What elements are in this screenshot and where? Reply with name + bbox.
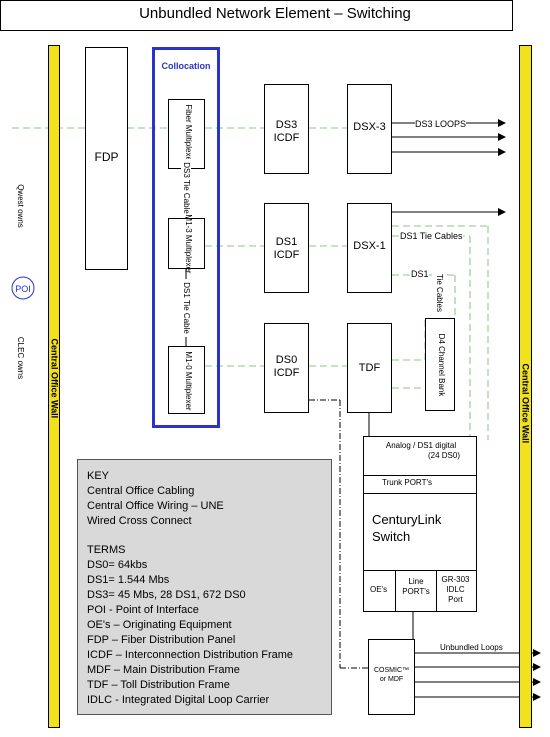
key-item-cabling: Central Office Cabling: [87, 485, 195, 497]
term-mdf: MDF – Main Distribution Frame: [87, 664, 240, 676]
m13-multiplexer: M1-3 Multiplexer: [168, 214, 205, 274]
ds1-tie-cable-label: DS1 Tie Cable: [181, 279, 191, 337]
tie-cables-label: Tie Cables: [434, 268, 444, 318]
right-central-office-wall: [519, 45, 532, 728]
ds1-tie-cables-label: DS1 Tie Cables: [400, 231, 463, 241]
dsx1-panel: DSX-1: [347, 203, 392, 293]
ds3-icdf: DS3 ICDF: [264, 84, 309, 174]
qwest-owns-label: Qwest owns: [16, 184, 25, 228]
ds0-icdf: DS0 ICDF: [264, 323, 309, 413]
d4-channel-bank: D4 Channel Bank: [425, 318, 455, 411]
analog-label: Analog / DS1 digital: [385, 441, 457, 450]
ds0-count-label: (24 DS0): [427, 451, 460, 460]
clec-owns-label: CLEC owns: [16, 336, 25, 380]
ds0-icdf-line2: ICDF: [273, 367, 300, 379]
cosmic-mdf: COSMIC™ or MDF: [368, 639, 415, 715]
cosmic-line1: COSMIC™: [374, 667, 409, 674]
ds1-label: DS1: [411, 269, 429, 279]
switch-name-line1: CenturyLink: [372, 512, 442, 527]
fdp-panel: FDP: [85, 47, 128, 270]
fdp-label: FDP: [94, 150, 119, 164]
ds1-icdf-line1: DS1: [275, 236, 298, 248]
poi-circle: [11, 276, 35, 300]
diagram-title-box: Unbundled Network Element – Switching: [0, 0, 513, 31]
ds1-icdf: DS1 ICDF: [264, 203, 309, 293]
oes-label: OE's: [370, 585, 388, 594]
ds3-icdf-line1: DS3: [275, 119, 298, 131]
diagram-title: Unbundled Network Element – Switching: [139, 5, 411, 22]
term-fdp: FDP – Fiber Distribution Panel: [87, 634, 236, 646]
term-ds3: DS3= 45 Mbs, 28 DS1, 672 DS0: [87, 589, 246, 601]
analog-section: Analog / DS1 digital (24 DS0): [364, 437, 476, 476]
trunk-ports-label: Trunk PORT's: [382, 478, 432, 487]
ds0-icdf-line1: DS0: [275, 354, 298, 366]
fiber-multiplexer: Fiber Multiplexer: [168, 99, 205, 169]
tdf-panel: TDF: [347, 323, 392, 413]
m13-multiplexer-label: M1-3 Multiplexer: [184, 214, 193, 274]
cabling-lines: [12, 127, 489, 440]
une-wiring-lines: [309, 399, 368, 669]
left-wall-label: Central Office Wall: [49, 338, 60, 419]
term-oes: OE's – Originating Equipment: [87, 619, 232, 631]
line-ports-line1: Line: [408, 577, 424, 586]
ds3-loops-label: DS3 LOOPS: [415, 119, 467, 129]
left-central-office-wall: [48, 45, 60, 728]
ds1-icdf-line2: ICDF: [273, 249, 300, 261]
term-idlc: IDLC - Integrated Digital Loop Carrier: [87, 694, 270, 706]
key-item-cross-connect: Wired Cross Connect: [87, 515, 192, 527]
line-ports-box: Line PORT's: [395, 571, 437, 612]
term-tdf: TDF – Toll Distribution Frame: [87, 679, 230, 691]
term-poi: POI - Point of Interface: [87, 604, 199, 616]
ports-section: OE's Line PORT's GR-303 IDLC Port: [364, 570, 476, 612]
gr303-line3: Port: [448, 595, 463, 604]
right-wall-label: Central Office Wall: [520, 363, 531, 444]
tdf-label: TDF: [358, 362, 381, 374]
gr303-label: GR-303 IDLC Port: [435, 575, 476, 605]
unbundled-loops-label: Unbundled Loops: [440, 643, 503, 652]
d4-channel-bank-label: D4 Channel Bank: [437, 333, 446, 397]
dsx3-panel: DSX-3: [347, 84, 392, 174]
dsx1-label: DSX-1: [353, 240, 386, 252]
key-legend: KEY Central Office Cabling Central Offic…: [77, 459, 332, 715]
term-ds1: DS1= 1.544 Mbs: [87, 574, 170, 586]
key-item-une: Central Office Wiring – UNE: [87, 500, 224, 512]
m10-multiplexer: M1-0 Multiplexer: [168, 346, 205, 414]
ds3-icdf-line2: ICDF: [273, 132, 300, 144]
collocation-label: Collocation: [161, 61, 211, 71]
switch-name-line2: Switch: [372, 529, 411, 544]
collocation-area: [152, 47, 220, 428]
dsx3-label: DSX-3: [353, 121, 386, 133]
centurylink-switch: Analog / DS1 digital (24 DS0) Trunk PORT…: [363, 436, 477, 612]
term-ds0: DS0= 64kbs: [87, 559, 148, 571]
gr303-line2: IDLC: [446, 585, 465, 594]
poi-label: POI: [15, 284, 31, 294]
key-heading: KEY: [87, 470, 110, 482]
term-icdf: ICDF – Interconnection Distribution Fram…: [87, 649, 294, 661]
gr303-line1: GR-303: [441, 575, 470, 584]
trunk-ports-section: Trunk PORT's: [364, 475, 476, 494]
line-ports-line2: PORT's: [402, 587, 430, 596]
terms-heading: TERMS: [87, 544, 126, 556]
cosmic-line2: or MDF: [379, 676, 404, 683]
switch-name: CenturyLink Switch: [372, 511, 441, 545]
m10-multiplexer-label: M1-0 Multiplexer: [184, 351, 193, 411]
